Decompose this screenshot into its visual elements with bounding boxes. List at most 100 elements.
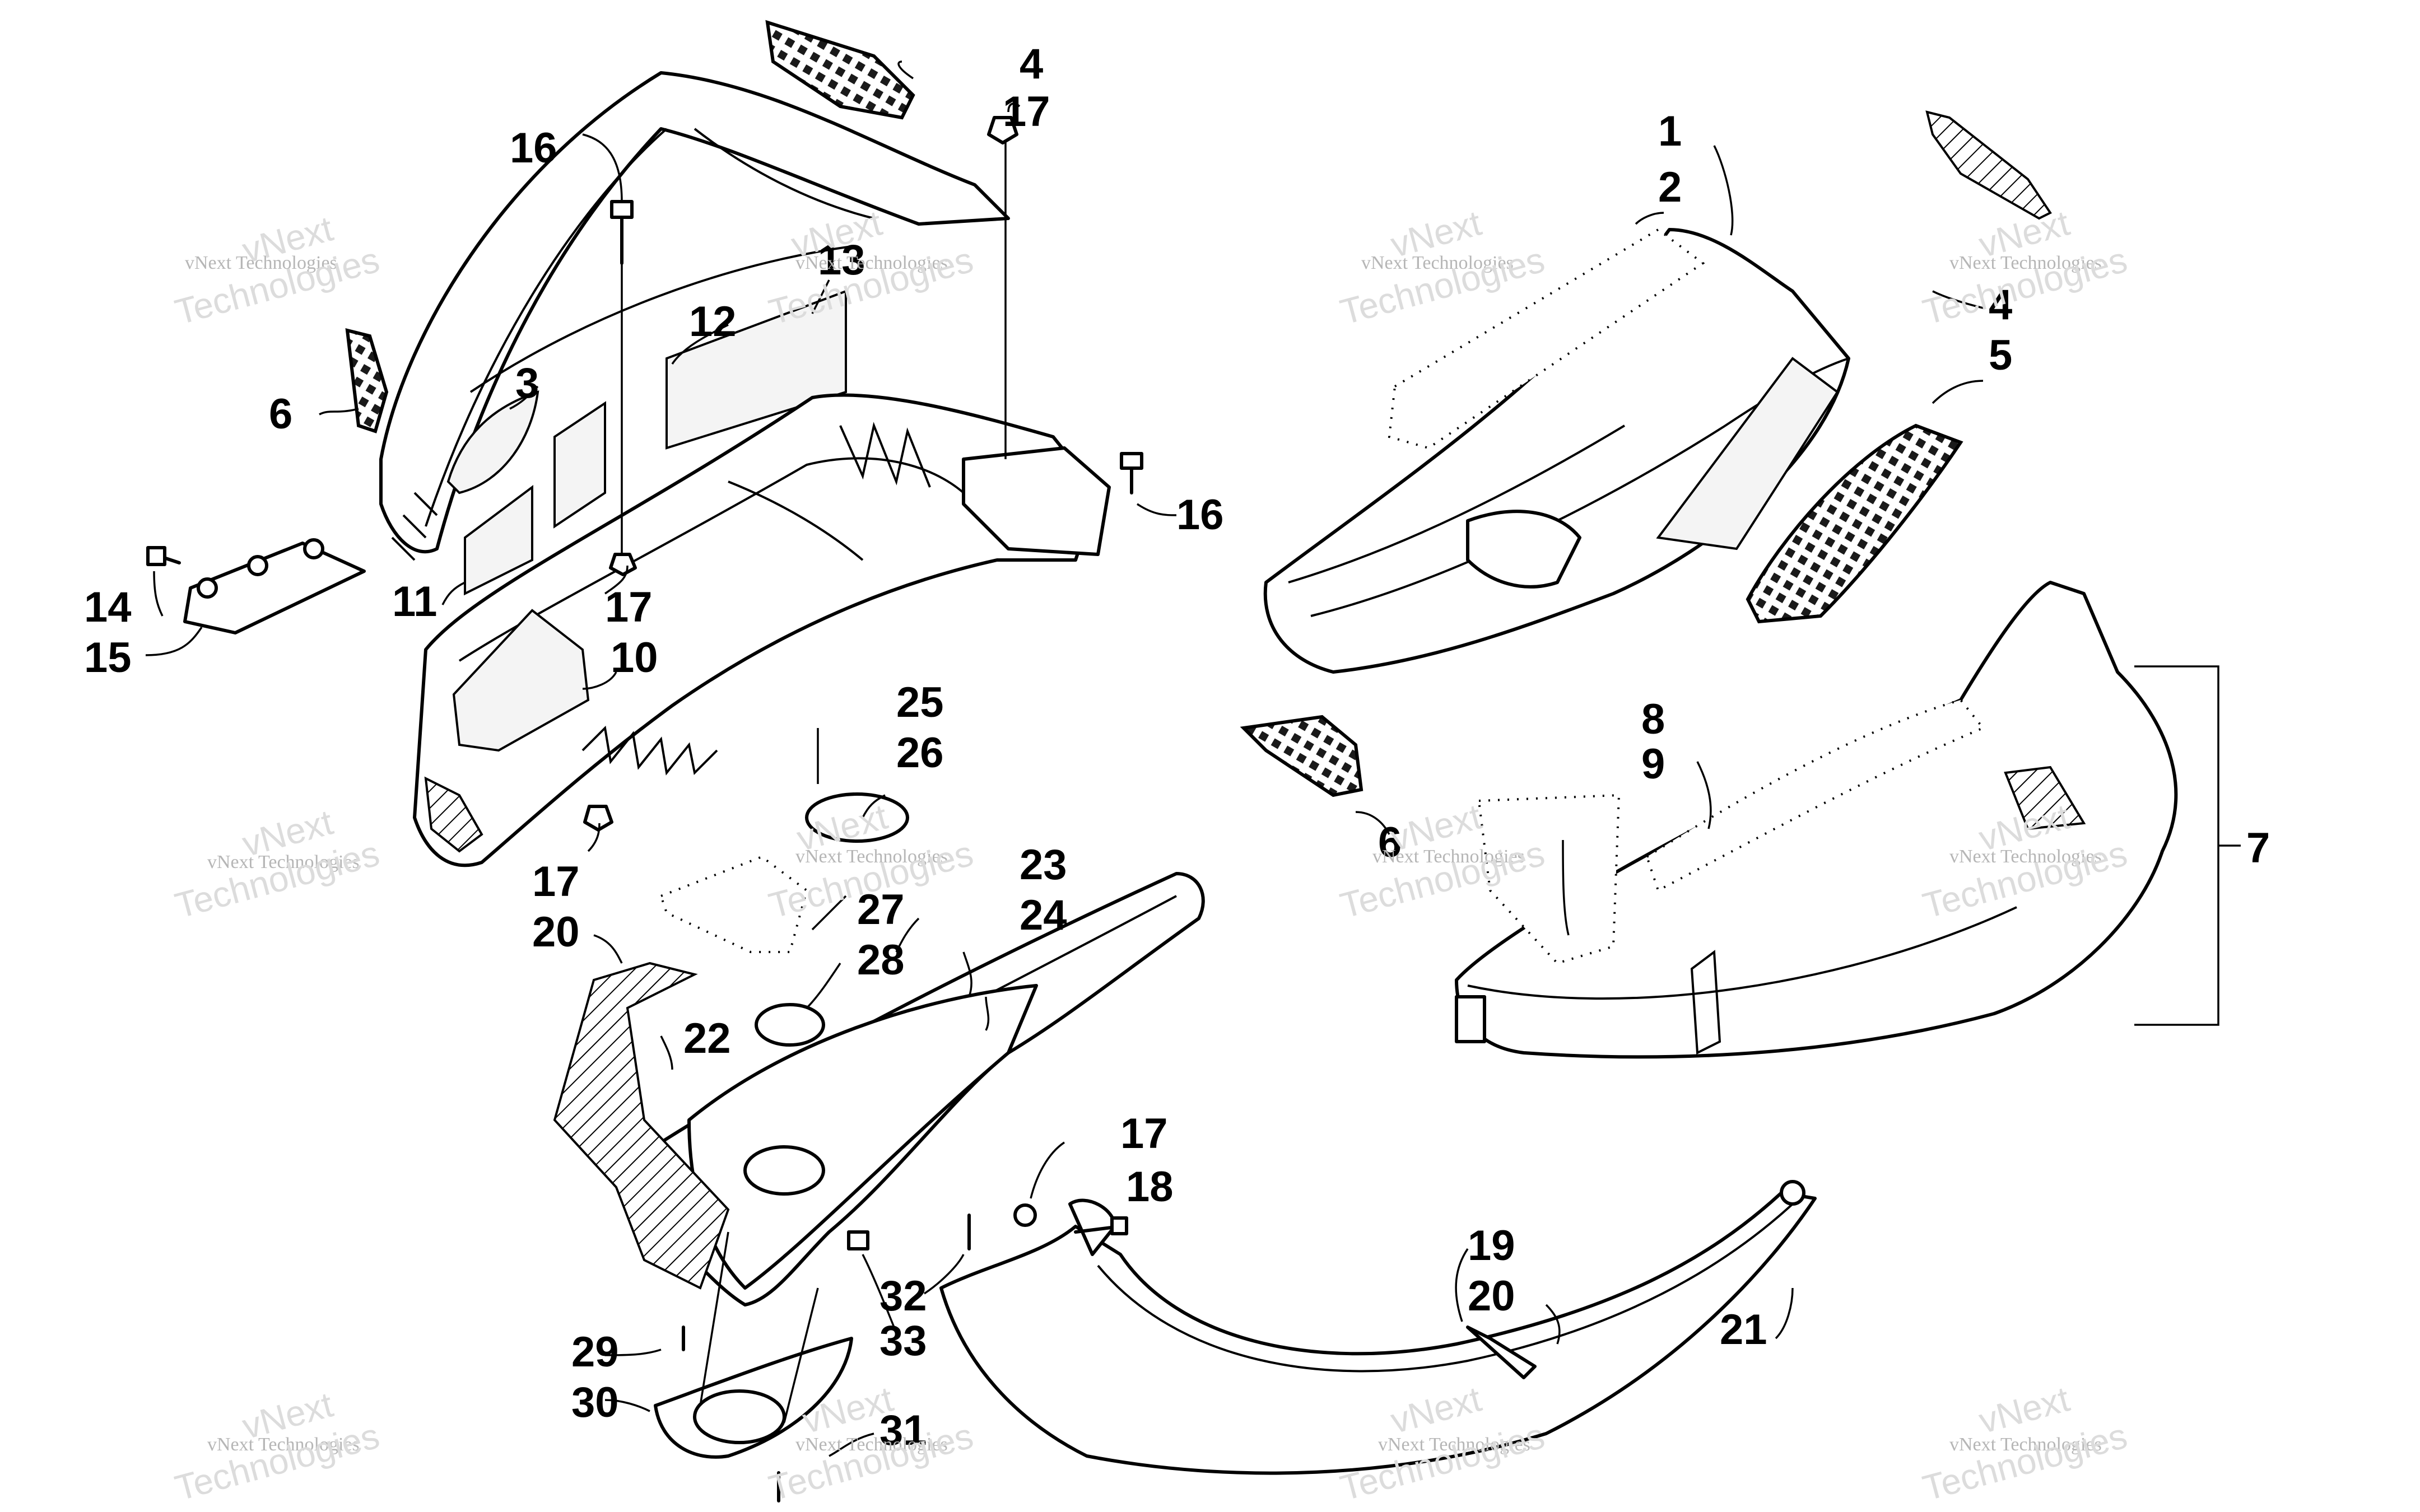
nut-17-lower (583, 805, 613, 832)
nut-17-middle (609, 553, 637, 576)
side-scoop-6-right (1240, 715, 1363, 797)
tray-side-bracket (962, 446, 1111, 556)
pan-decal-9 (1645, 698, 1985, 892)
callout-16-right: 16 (1176, 491, 1224, 539)
watermark-5: vNext Technologies vNext Technologies (171, 802, 383, 926)
watermark-12: vNext Technologies vNext Technologies (1919, 1379, 2131, 1509)
svg-text:vNext Technologies: vNext Technologies (1361, 253, 1514, 273)
callout-29: 29 (571, 1328, 619, 1376)
callout-17-rail: 17 (1120, 1110, 1168, 1158)
svg-text:vNext Technologies: vNext Technologies (1949, 846, 2102, 867)
lower-pan-assembly (1455, 581, 2241, 1059)
callout-20-left: 20 (532, 908, 580, 956)
pan-decal-2 (1388, 228, 1705, 450)
side-scoop-6-left (345, 328, 389, 433)
watermarks: vNext Technologies vNext Technologies vN… (171, 203, 2131, 1509)
decal-11 (464, 485, 533, 596)
callout-4-right: 4 (1989, 281, 2012, 329)
hood-assembly (146, 20, 1143, 867)
skid-plate-assembly (553, 728, 1205, 1502)
side-rail-assembly (939, 1180, 1817, 1475)
watermark-3: vNext Technologies vNext Technologies (1336, 203, 1548, 333)
callout-7: 7 (2246, 824, 2270, 872)
callout-8: 8 (1641, 696, 1665, 743)
callout-20-right: 20 (1468, 1272, 1515, 1320)
svg-text:vNext Technologies: vNext Technologies (795, 846, 948, 867)
callout-13: 13 (818, 236, 865, 284)
lower-pan-tab (1455, 995, 1486, 1043)
callout-14: 14 (84, 584, 132, 631)
callout-30: 30 (571, 1379, 619, 1426)
svg-text:vNext Technologies: vNext Technologies (1378, 1434, 1530, 1455)
callout-16-upper: 16 (510, 124, 557, 172)
svg-text:vNext Technologies: vNext Technologies (1949, 1434, 2102, 1455)
screw-33 (847, 1230, 869, 1250)
svg-text:vNext Technologies: vNext Technologies (1949, 253, 2102, 273)
svg-text:vNext Technologies: vNext Technologies (795, 1434, 948, 1455)
callout-33: 33 (879, 1317, 927, 1365)
callout-22: 22 (683, 1015, 731, 1062)
callout-24: 24 (1020, 892, 1067, 939)
pad-27 (659, 855, 808, 953)
lower-pan-vent (2004, 766, 2086, 830)
callout-17-lower: 17 (532, 858, 580, 906)
vent-grille-5 (1746, 423, 1963, 624)
callout-6-right: 6 (1378, 819, 1402, 866)
callout-18: 18 (1126, 1163, 1174, 1211)
pan-decal-8 (1477, 794, 1621, 965)
callout-25: 25 (896, 679, 944, 726)
callout-10: 10 (611, 634, 658, 682)
leader-lines (145, 60, 1984, 1457)
watermark-4: vNext Technologies vNext Technologies (1919, 203, 2131, 333)
nut-17-upper-right (987, 116, 1018, 144)
callout-28: 28 (857, 936, 905, 984)
pan-air-scoop (1466, 510, 1581, 589)
nut-17-rail (1013, 1203, 1037, 1227)
callout-17-middle: 17 (605, 584, 653, 631)
vent-grille-4-right (1925, 110, 2052, 220)
callout-4-left: 4 (1020, 40, 1043, 88)
svg-text:vNext Technologies: vNext Technologies (1372, 846, 1525, 867)
callout-numbers: 1 2 3 4 4 5 6 6 7 8 9 10 11 12 13 14 15 … (84, 40, 2270, 1454)
bracket-7 (2134, 665, 2241, 1026)
callout-19: 19 (1468, 1222, 1515, 1270)
callout-2: 2 (1658, 164, 1682, 211)
clip-19 (1466, 1326, 1537, 1379)
screw-16-upper (610, 200, 634, 265)
upper-pan-assembly (1240, 110, 2052, 797)
watermark-1: vNext Technologies vNext Technologies (171, 208, 383, 333)
svg-text:Technologies: Technologies (765, 1415, 977, 1508)
decal-3 (446, 390, 539, 494)
decal-12 (553, 401, 606, 529)
callout-5: 5 (1989, 332, 2012, 379)
bracket-15 (183, 542, 366, 634)
callout-17-upper: 17 (1003, 88, 1050, 136)
callout-3: 3 (515, 360, 539, 407)
callout-21: 21 (1720, 1306, 1767, 1354)
decal-13 (666, 290, 847, 450)
windshield-10 (452, 609, 590, 752)
svg-text:vNext Technologies: vNext Technologies (207, 1434, 360, 1455)
callout-31: 31 (879, 1407, 927, 1454)
svg-text:vNext Technologies: vNext Technologies (185, 253, 337, 273)
callout-9: 9 (1641, 740, 1665, 788)
bolt-18 (1074, 1216, 1128, 1235)
callout-12: 12 (689, 298, 737, 346)
hood-nose-vent (424, 776, 483, 853)
pan-window (1656, 357, 1839, 550)
callout-15: 15 (84, 634, 132, 682)
screw-14 (146, 546, 181, 566)
callout-1: 1 (1658, 108, 1682, 155)
callout-11: 11 (392, 578, 437, 626)
screw-16-right (1120, 452, 1143, 494)
callout-6-left: 6 (269, 390, 292, 438)
callout-26: 26 (896, 729, 944, 777)
callout-32: 32 (879, 1272, 927, 1320)
grommet-26 (805, 792, 909, 843)
vent-grille-4-left (765, 20, 915, 120)
watermark-9: vNext Technologies vNext Technologies (171, 1384, 383, 1509)
deflector-20-left (553, 962, 730, 1290)
callout-23: 23 (1020, 841, 1067, 889)
side-rail-20 (939, 1191, 1817, 1475)
